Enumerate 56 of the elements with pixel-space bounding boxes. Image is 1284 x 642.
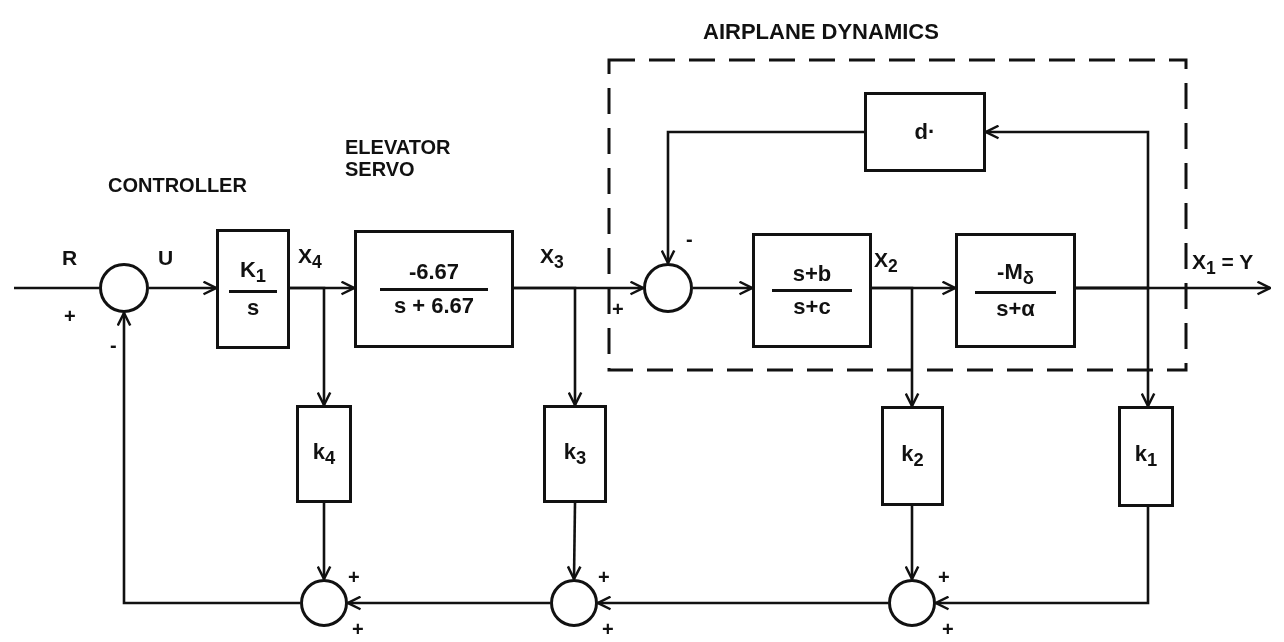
sign-label: +	[938, 566, 950, 588]
gain-block	[864, 92, 986, 172]
sign-label: +	[352, 618, 364, 640]
numerator: -6.67	[408, 260, 460, 285]
arrow	[514, 286, 583, 407]
arrow	[316, 503, 332, 581]
sign-label: -	[110, 334, 117, 356]
summing-junction	[643, 263, 693, 313]
arrow	[346, 595, 550, 611]
transfer-function-block	[955, 233, 1076, 348]
arrow	[693, 280, 754, 296]
block-caption: CONTROLLER	[108, 174, 248, 196]
sign-label: +	[942, 618, 954, 640]
arrow	[596, 595, 888, 611]
summing-junction	[99, 263, 149, 313]
denominator: s	[246, 295, 260, 320]
block-label: k$_{2}$	[901, 441, 924, 471]
numerator: -M$_{δ}$	[997, 259, 1034, 289]
sign-label: +	[64, 305, 76, 327]
transfer-function-block	[216, 229, 290, 349]
group-heading: AIRPLANE DYNAMICS	[703, 20, 939, 45]
arrow	[1076, 286, 1156, 408]
sign-label: +	[612, 298, 624, 320]
signal-line	[14, 286, 99, 290]
denominator: s+c	[793, 295, 831, 320]
transfer-function-block	[752, 233, 872, 348]
arrow	[149, 280, 218, 296]
denominator: s + 6.67	[393, 293, 475, 318]
sign-label: +	[348, 566, 360, 588]
denominator: s+α	[996, 297, 1035, 322]
arrow	[872, 286, 920, 408]
block-label: d·	[914, 119, 936, 145]
sign-label: +	[598, 566, 610, 588]
block-caption: ELEVATOR SERVO	[345, 136, 452, 180]
arrow	[290, 286, 332, 407]
block-label: k$_{3}$	[563, 439, 587, 469]
gain-block	[881, 406, 944, 506]
block-label: k$_{1}$	[1134, 442, 1158, 471]
numerator: s+b	[792, 261, 832, 286]
transfer-function-block	[354, 230, 514, 348]
arrow	[984, 124, 1150, 290]
arrow	[934, 507, 1150, 611]
gain-block	[543, 405, 607, 503]
summing-junction	[300, 579, 348, 627]
sign-label: -	[686, 228, 693, 250]
arrow	[660, 130, 864, 265]
gain-block	[1118, 406, 1174, 507]
arrow	[904, 506, 920, 581]
numerator: K$_{1}$	[239, 258, 267, 287]
gain-block	[296, 405, 352, 503]
summing-junction	[888, 579, 936, 627]
block-label: k$_{4}$	[312, 439, 336, 469]
arrow	[566, 503, 582, 581]
arrow	[116, 311, 300, 605]
sign-label: +	[602, 618, 614, 640]
summing-junction	[550, 579, 598, 627]
